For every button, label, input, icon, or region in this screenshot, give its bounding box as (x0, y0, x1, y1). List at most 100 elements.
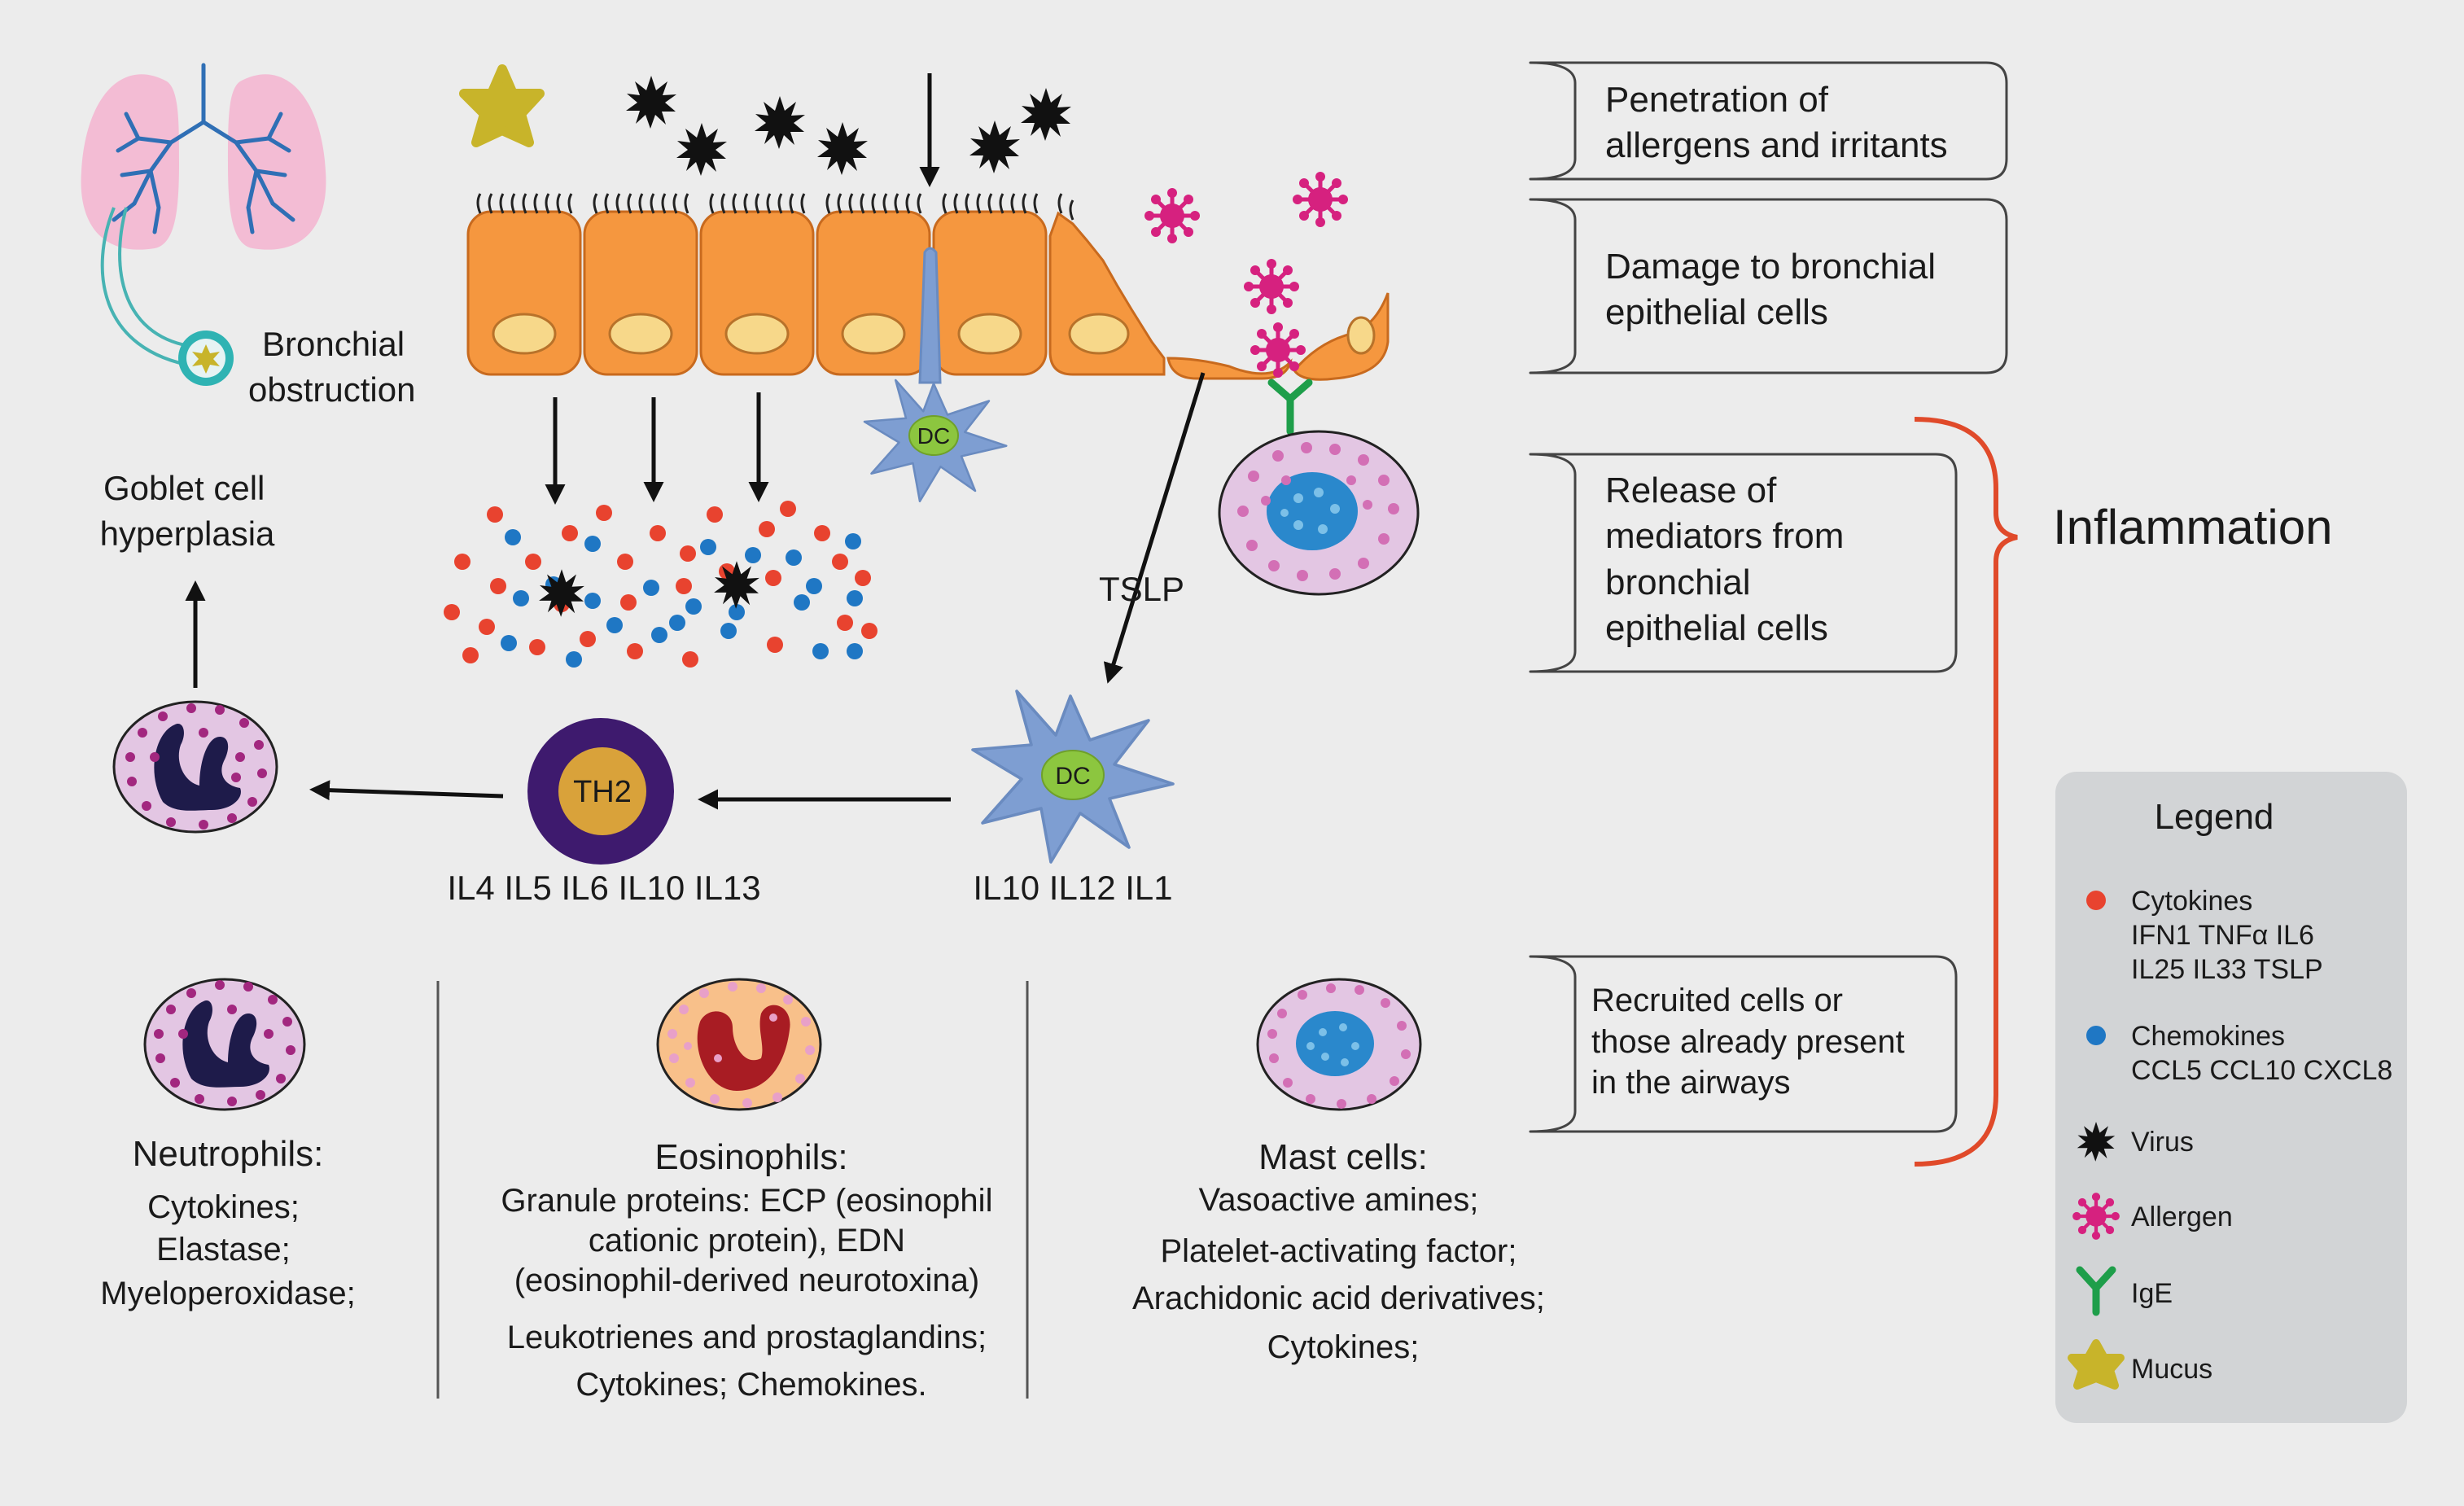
epithelial-cell (816, 210, 931, 376)
step-text: epithelial cells (1605, 608, 1828, 648)
mucus-particle (459, 64, 545, 147)
mast-cells-line: Vasoactive amines; (1199, 1182, 1479, 1218)
virus-icon (539, 569, 584, 617)
svg-text:Cytokines; Elastase;: Cytokines; Elastase; Myeloperoxidase; (100, 1189, 356, 1311)
neutrophil-cell (112, 700, 278, 834)
legend-title: Legend (2155, 797, 2274, 837)
eosinophils-description: Eosinophils: Granule proteins: ECP (eosi… (501, 1137, 1001, 1403)
virus-icon (755, 96, 805, 149)
epithelial-cell (583, 210, 698, 376)
neutrophils-line: Elastase; (156, 1232, 291, 1267)
cytokine-dot (2086, 891, 2106, 910)
neutrophils-line: Myeloperoxidase; (100, 1276, 356, 1311)
virus-icon (969, 120, 1020, 173)
bronchial-obstruction-label: Bronchial obstruction (248, 325, 415, 409)
step-box-recruited: Recruited cells or those already present… (1529, 955, 1958, 1133)
eosinophils-line: Cytokines; Chemokines. (576, 1367, 926, 1403)
damaged-epithelial-cell (1048, 211, 1166, 376)
virus-icon (676, 123, 727, 176)
neutrophils-description: Neutrophils: Cytokines; Elastase; Myelop… (100, 1134, 356, 1311)
neutrophil-icon (143, 978, 306, 1111)
cytokine-chemokine-cloud (444, 501, 877, 668)
eosinophils-line: (eosinophil-derived neurotoxina) (514, 1263, 979, 1298)
svg-text:Penetration of allergens: Penetration of allergens and irritants (1605, 80, 1948, 165)
svg-text:Release of mediators fro: Release of mediators from bronchial epit… (1605, 471, 1854, 648)
th2-to-neutrophil-arrow (309, 780, 504, 801)
tslp-arrow (1103, 372, 1206, 684)
legend-item-mucus: Mucus (2131, 1354, 2212, 1385)
step-text: epithelial cells (1605, 292, 1828, 332)
svg-text:Vasoactive amines; Plate: Vasoactive amines; Platelet-activating f… (1132, 1182, 1554, 1365)
step-text: Damage to bronchial (1605, 247, 1936, 287)
legend-item-chemokines: Chemokines CCL5 CCL10 CXCL8 (2131, 1021, 2392, 1086)
bronchial-epithelium (466, 193, 1390, 381)
inflammation-brace (1914, 417, 2018, 1167)
epithelial-cilia (476, 193, 1074, 221)
dendritic-cell: DC (971, 690, 1175, 864)
ige-icon (2076, 1266, 2116, 1316)
mediator-release-arrows (545, 392, 769, 505)
epithelial-cell (466, 210, 582, 376)
dc-label: DC (1055, 763, 1090, 790)
goblet-label: Goblet cell hyperplasia (100, 469, 275, 553)
mast-cell-activated (1218, 430, 1420, 596)
allergen-icon (1144, 188, 1200, 243)
legend-panel: Legend Cytokines IFN1 TNFα IL6 IL25 IL33… (2055, 772, 2407, 1423)
step-text: in the airways (1591, 1065, 1791, 1101)
th2-cytokines-label: IL4 IL5 IL6 IL10 IL13 (447, 869, 760, 907)
step-box-release: Release of mediators from bronchial epit… (1529, 453, 1958, 673)
virus-icon (817, 122, 868, 175)
mast-cells-line: Arachidonic acid derivatives; (1132, 1281, 1545, 1316)
mast-cells-line: Platelet-activating factor; (1160, 1233, 1516, 1269)
eosinophil-icon (656, 978, 822, 1111)
th2-label: TH2 (573, 775, 632, 809)
legend-item-allergen: Allergen (2131, 1202, 2233, 1232)
epithelial-cell (699, 210, 815, 376)
eosinophils-line: Leukotrienes and prostaglandins; (507, 1320, 987, 1355)
svg-text:Recruited cells or those: Recruited cells or those already present… (1591, 983, 1914, 1101)
step-text: Penetration of (1605, 80, 1829, 120)
epithelial-cell (932, 210, 1048, 376)
mast-cells-title: Mast cells: (1258, 1137, 1428, 1177)
step-text: allergens and irritants (1605, 125, 1948, 165)
step-text: Release of (1605, 471, 1777, 510)
allergen-icon (2072, 1193, 2120, 1240)
svg-text:Granule proteins: ECP (eosinop: Granule proteins: ECP (eosinophil cation… (501, 1183, 1001, 1403)
mucus-icon (2068, 1339, 2125, 1390)
inflammation-label: Inflammation (2053, 500, 2332, 554)
eosinophils-title: Eosinophils: (654, 1137, 847, 1177)
dc-cytokines-label: IL10 IL12 IL1 (973, 869, 1172, 907)
step-text: mediators from (1605, 516, 1844, 556)
allergen-icon (1293, 172, 1348, 227)
legend-item-cytokines: Cytokines IFN1 TNFα IL6 IL25 IL33 TSLP (2131, 886, 2323, 985)
legend-item-ige: IgE (2131, 1278, 2173, 1309)
airway-viruses (626, 76, 1071, 176)
step-text: Recruited cells or (1591, 983, 1843, 1018)
epithelial-dendritic-cell: DC (863, 247, 1008, 503)
neutrophils-line: Cytokines; (147, 1189, 300, 1225)
ige-antibody (1267, 379, 1313, 436)
step-box-damage: Damage to bronchial epithelial cells (1529, 198, 2008, 374)
virus-icon (1021, 88, 1071, 141)
virus-icon (626, 76, 676, 129)
legend-item-virus: Virus (2131, 1127, 2194, 1158)
bronchi-tree (112, 63, 295, 234)
damaged-epithelial-fragment (1166, 357, 1293, 380)
step-box-penetration: Penetration of allergens and irritants (1529, 61, 2008, 181)
epithelium-allergens (1144, 172, 1348, 378)
lungs-illustration (81, 63, 326, 386)
step-text: those already present (1591, 1024, 1905, 1060)
allergen-icon (1250, 322, 1306, 378)
allergen-icon (1244, 259, 1299, 314)
mast-cells-line: Cytokines; (1267, 1329, 1420, 1365)
eosinophils-line: cationic protein), EDN (589, 1223, 905, 1259)
chemokine-dot (2086, 1026, 2106, 1045)
eosinophils-line: Granule proteins: ECP (eosinophil (501, 1183, 992, 1219)
dc-label: DC (917, 423, 950, 449)
step-text: bronchial (1605, 563, 1751, 602)
neutrophils-title: Neutrophils: (133, 1134, 324, 1174)
svg-text:Damage to bronchial epit: Damage to bronchial epithelial cells (1605, 247, 1945, 332)
damaged-epithelial-fragment (1293, 292, 1390, 381)
